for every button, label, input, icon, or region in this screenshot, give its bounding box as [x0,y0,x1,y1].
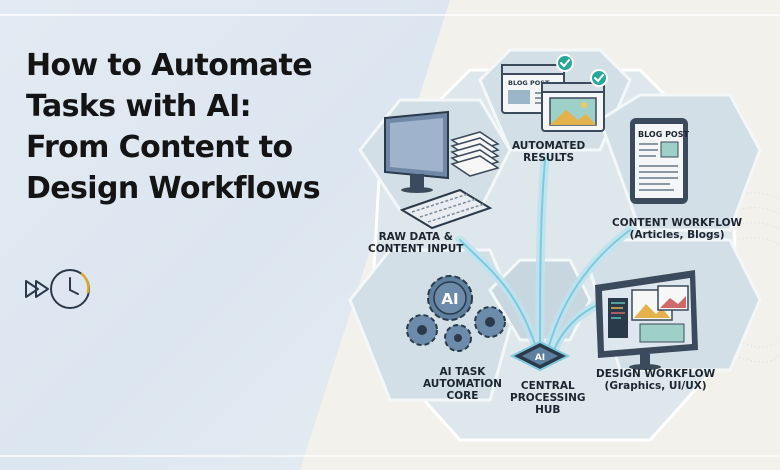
title-line-2: Tasks with AI: [26,89,252,124]
tablet-icon: BLOG POST [630,118,689,204]
monitor-icon [384,110,449,193]
check-badge-icon [556,54,608,87]
top-divider [0,14,780,16]
design-monitor-icon [595,270,698,370]
title-line-4: Design Workflows [26,171,321,206]
raw-data-label: RAW DATA & CONTENT INPUT [368,231,464,255]
page-title: How to Automate Tasks with AI: From Cont… [26,45,346,209]
blog-post-icon: BLOG POST [501,64,605,132]
chip-icon: AI [509,340,571,372]
gear-ai-label: AI [441,290,458,308]
ai-core-label: AI TASK AUTOMATION CORE [423,366,502,402]
central-hub-label: CENTRAL PROCESSING HUB [510,380,586,416]
title-line-3: From Content to [26,130,293,165]
bottom-divider [0,455,780,457]
chip-ai-label: AI [535,353,545,363]
gears-icon: AI [406,275,506,352]
title-line-1: How to Automate [26,48,313,83]
design-workflow-label: DESIGN WORKFLOW (Graphics, UI/UX) [596,368,716,392]
keyboard-icon [399,188,493,230]
fast-forward-clock-icon [25,269,90,309]
decorative-wave [679,189,780,363]
content-workflow-label: CONTENT WORKFLOW (Articles, Blogs) [612,217,743,241]
documents-icon [450,131,500,177]
automation-hub-diagram: BLOG POST BLOG POS [348,48,780,442]
blog-post-small-label: BLOG POST [508,79,550,87]
blog-post-tablet-label: BLOG POST [638,130,689,139]
automated-results-label: AUTOMATED RESULTS [512,140,586,164]
